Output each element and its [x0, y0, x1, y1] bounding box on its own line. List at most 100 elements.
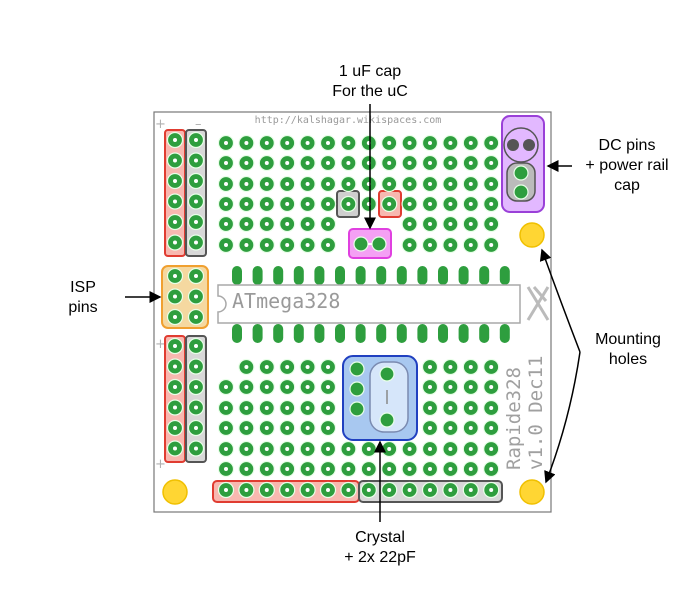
mounting-hole [519, 222, 545, 248]
pad-hole [326, 161, 330, 165]
pad-hole [194, 240, 198, 245]
dip-pin [232, 324, 242, 343]
pad-hole [173, 364, 177, 369]
pad-hole [194, 199, 198, 204]
pad-hole [173, 138, 177, 142]
minus-marker: – [195, 117, 202, 132]
dip-pin [499, 324, 510, 343]
pad-hole [194, 274, 198, 278]
pad-hole [285, 161, 290, 165]
pad-hole [407, 222, 412, 226]
pad-hole [285, 141, 290, 145]
pad-hole [366, 467, 371, 471]
pad-hole [489, 202, 494, 206]
pad-hole [285, 222, 290, 226]
pad-hole [489, 365, 494, 369]
pad-hole [489, 447, 494, 451]
pad-hole [285, 385, 290, 389]
pad-hole [448, 365, 453, 369]
pad-hole [244, 243, 249, 247]
pad-hole [305, 365, 310, 369]
pad-hole [224, 141, 228, 145]
dip-pin [479, 266, 490, 285]
crystal-cap-pad [349, 401, 365, 417]
pad-hole [326, 243, 330, 247]
board-url-text: http://kalshagar.wikispaces.com [255, 115, 442, 126]
pad-hole [194, 426, 198, 430]
crystal-cap-pad [349, 381, 365, 397]
dip-pin [232, 266, 242, 285]
pad-hole [468, 243, 473, 247]
pad-hole [346, 182, 351, 186]
callout-arrows [125, 104, 581, 522]
pad-hole [264, 426, 269, 430]
pin1-marker [526, 286, 550, 321]
crystal-block [342, 355, 418, 441]
dip-pin [293, 324, 304, 343]
pad-hole [173, 405, 177, 410]
plus-marker: + [155, 457, 166, 472]
dc-power-block [501, 115, 545, 213]
pad-hole [428, 467, 432, 471]
pad-hole [489, 385, 494, 389]
isp-callout-line1: ISP [70, 279, 96, 296]
pad-hole [346, 467, 351, 471]
pad-hole [285, 202, 290, 206]
isp-callout-line2: pins [68, 299, 98, 316]
pad-hole [448, 161, 453, 165]
pad-hole [244, 202, 249, 206]
dip-pin [273, 266, 284, 285]
mount-arrow-bottom [544, 351, 581, 484]
pad-hole [448, 202, 453, 206]
pad-hole [305, 467, 310, 471]
pad-hole [224, 243, 228, 247]
pad-hole [173, 315, 177, 319]
pad-hole [224, 426, 228, 430]
crystal-callout-line2: + 2x 22pF [344, 549, 416, 566]
pad-hole [346, 202, 351, 206]
pad-hole [326, 222, 330, 226]
mount-callout-line2: holes [608, 351, 648, 368]
capacitor-pad [353, 236, 369, 252]
pad-hole [305, 141, 310, 145]
pad-hole [489, 488, 494, 492]
pad-hole [244, 385, 249, 389]
pad-hole [285, 365, 290, 369]
pad-hole [448, 243, 453, 247]
pad-hole [428, 488, 432, 492]
pad-hole [224, 385, 228, 389]
pad-hole [224, 488, 228, 492]
dip-pin [417, 324, 428, 343]
pad-hole [305, 488, 310, 492]
pad-hole [387, 161, 392, 165]
dip-pin [458, 324, 469, 343]
power-cap-pin [507, 139, 519, 151]
crystal-pad [379, 412, 395, 428]
pad-hole [468, 141, 473, 145]
pad-hole [224, 202, 228, 206]
pad-hole [428, 141, 432, 145]
pad-hole [194, 344, 198, 348]
pad-hole [326, 426, 330, 430]
pad-hole [285, 406, 290, 410]
pad-hole [448, 141, 453, 145]
pad-hole [264, 447, 269, 451]
pad-hole [448, 467, 453, 471]
mount-callout: Mounting holes [578, 330, 678, 370]
pad-hole [194, 315, 198, 319]
pad-hole [468, 447, 473, 451]
pad-hole [428, 365, 432, 369]
dc-callout-line1: DC pins [598, 137, 656, 154]
dip-pin [417, 266, 428, 285]
pad-hole [194, 364, 198, 369]
dip-pin [273, 324, 284, 343]
dip-pin [355, 266, 366, 285]
pad-hole [428, 182, 432, 186]
dip-pin [438, 266, 448, 285]
crystal-callout-line1: Crystal [355, 529, 405, 546]
pad-hole [407, 447, 412, 451]
power-cap-outline [503, 127, 539, 163]
pad-hole [173, 220, 177, 224]
pad-hole [468, 467, 473, 471]
pad-hole [244, 365, 249, 369]
